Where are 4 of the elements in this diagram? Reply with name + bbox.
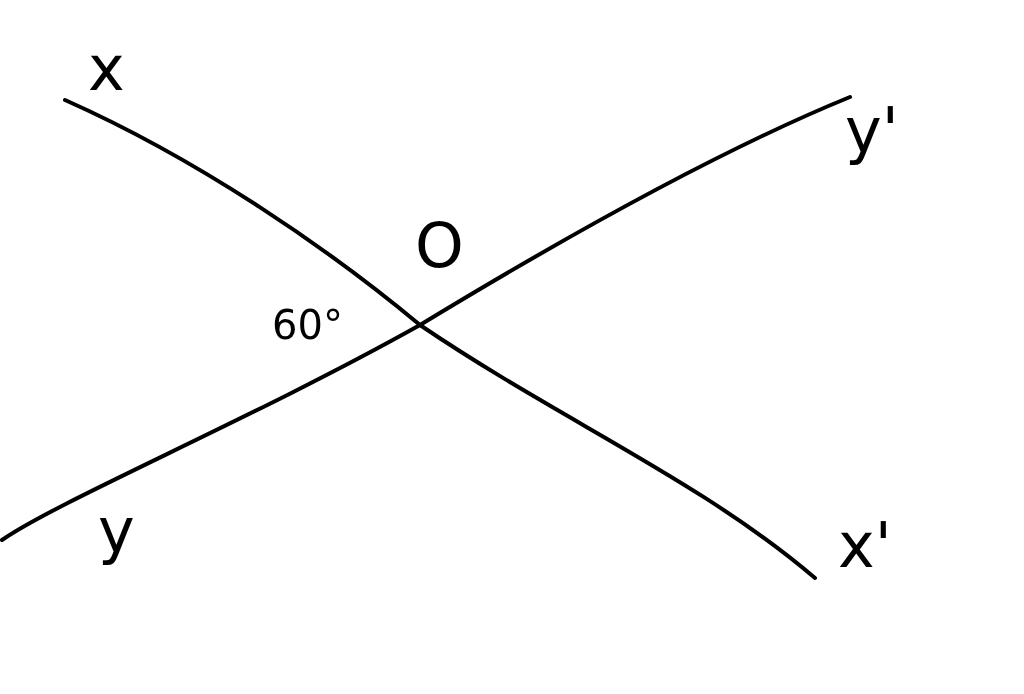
point-label: O [415, 215, 464, 277]
point-label: x [88, 38, 125, 100]
point-label: x' [838, 515, 892, 577]
angle-label: 60° [272, 305, 343, 345]
